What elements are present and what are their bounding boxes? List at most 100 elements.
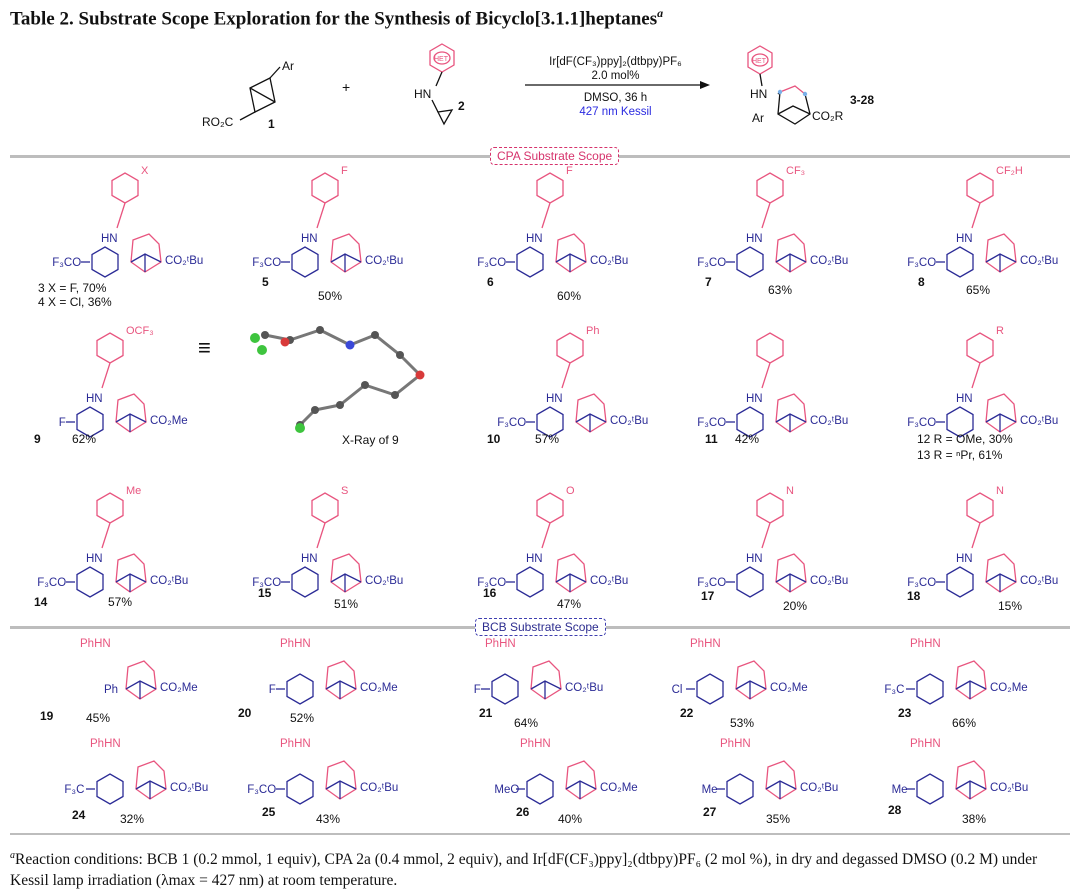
c8-amine-text: HN (956, 233, 973, 245)
c3-core-pink (130, 233, 162, 273)
c5-amine-text: HN (301, 233, 318, 245)
c15-aryl-text: F₃CO (252, 577, 281, 589)
label-c24-yield: 32% (120, 812, 145, 826)
c18-aryl-text: F₃CO (907, 577, 936, 589)
c8-core-pink (985, 233, 1017, 273)
reagent-1-label: 1 (268, 117, 275, 131)
xray-atom-10 (311, 406, 319, 414)
c17-ester-text: CO₂ᵗBu (810, 575, 848, 587)
c22-ester-text: CO₂Me (770, 682, 808, 694)
c15-sub: S (341, 485, 348, 497)
footer-rule (10, 833, 1070, 835)
c27-aryl-ring (726, 773, 754, 805)
c6-core-navy (555, 253, 587, 272)
c18-ester-text: CO₂ᵗBu (1020, 575, 1058, 587)
c9-core-pink (115, 393, 147, 433)
c18-core-pink (985, 553, 1017, 593)
c16-sub: O (566, 485, 575, 497)
xray-atom-4 (371, 331, 379, 339)
c24-aryl-ring (96, 773, 124, 805)
reaction-scheme: Ar RO₂C 1 + HET HN 2 HET HN (202, 43, 874, 131)
c17-amine-bond (761, 522, 771, 549)
c14-aryl-ring (76, 566, 104, 598)
label-c21-yield: 64% (514, 716, 539, 730)
c28-core-navy (955, 780, 987, 799)
xray-bond-6 (394, 373, 421, 397)
footnote-mark: a (10, 850, 15, 861)
c5-aryl-ring (291, 246, 319, 278)
c20-aryl-text: F (269, 684, 276, 696)
label-c7-num: 7 (705, 275, 712, 289)
c17-aryl-ring (736, 566, 764, 598)
c9-sub: OCF₃ (126, 325, 154, 337)
c19-ester-text: CO₂Me (160, 682, 198, 694)
xray-bond-8 (339, 383, 366, 407)
c7-amine-bond (761, 202, 771, 229)
c26-aryl-text: MeO (494, 784, 519, 796)
label-c5-num: 5 (262, 275, 269, 289)
label-c11-num: 11 (705, 432, 718, 446)
label-c21-num: 21 (479, 706, 493, 720)
c19-amine-text: PhHN (80, 638, 111, 650)
c15-amine-text: HN (301, 553, 318, 565)
xray-bond-9 (314, 403, 341, 412)
c28-amine-text: PhHN (910, 738, 941, 750)
label-c23-num: 23 (898, 706, 912, 720)
plus-sign: + (342, 79, 350, 95)
label-c11-yield: 42% (735, 432, 760, 446)
c23-ester-text: CO₂Me (990, 682, 1028, 694)
c26-amine-text: PhHN (520, 738, 551, 750)
c9-aryl-ring (76, 406, 104, 438)
title-footnote-mark: a (657, 6, 664, 20)
c27-core-pink (765, 760, 797, 800)
c20-core-pink (325, 660, 357, 700)
c20-amine-text: PhHN (280, 638, 311, 650)
c12-aryl-text: F₃CO (907, 417, 936, 429)
label-c15-num: 15 (258, 586, 272, 600)
c9-amine-ring (96, 332, 124, 364)
c6-aryl-ring (516, 246, 544, 278)
c12-ester-text: CO₂ᵗBu (1020, 415, 1058, 427)
c9-amine-text: HN (86, 393, 103, 405)
xray-atom-9 (336, 401, 344, 409)
c8-aryl-ring (946, 246, 974, 278)
c5-core-pink (330, 233, 362, 273)
c7-aryl-ring (736, 246, 764, 278)
c10-amine-ring (556, 332, 584, 364)
c5-amine-ring (311, 172, 339, 204)
c25-aryl-text: F₃CO (247, 784, 276, 796)
c3-amine-ring (111, 172, 139, 204)
c20-core-navy (325, 680, 357, 699)
c27-core-navy (765, 780, 797, 799)
c27-amine-text: PhHN (720, 738, 751, 750)
c3-core-navy (130, 253, 162, 272)
c10-ester-text: CO₂ᵗBu (610, 415, 648, 427)
xray-atom-5 (396, 351, 404, 359)
label-c20-yield: 52% (290, 711, 315, 725)
c18-amine-text: HN (956, 553, 973, 565)
c11-amine-ring (756, 332, 784, 364)
c12-amine-bond (971, 362, 981, 389)
equivalence-sign: ≡ (198, 335, 211, 360)
reagent-2-hn: HN (414, 87, 431, 101)
c12-amine-ring (966, 332, 994, 364)
xray-bond-2 (319, 328, 351, 347)
label-c26-num: 26 (516, 805, 530, 819)
c3-ester-text: CO₂ᵗBu (165, 255, 203, 267)
xray-atom-0 (261, 331, 269, 339)
label-c12-line2: 13 R = ⁿPr, 61% (917, 448, 1003, 462)
c16-amine-ring (536, 492, 564, 524)
c18-amine-bond (971, 522, 981, 549)
c21-aryl-ring (491, 673, 519, 705)
c17-sub: N (786, 485, 794, 497)
label-c25-num: 25 (262, 805, 276, 819)
c22-aryl-text: Cl (672, 684, 683, 696)
c12-core-navy (985, 413, 1017, 432)
c10-core-pink (575, 393, 607, 433)
c8-ester-text: CO₂ᵗBu (1020, 255, 1058, 267)
label-c16-yield: 47% (557, 597, 582, 611)
label-c14-num: 14 (34, 595, 48, 609)
xray-atom-7 (391, 391, 399, 399)
c7-aryl-text: F₃CO (697, 257, 726, 269)
